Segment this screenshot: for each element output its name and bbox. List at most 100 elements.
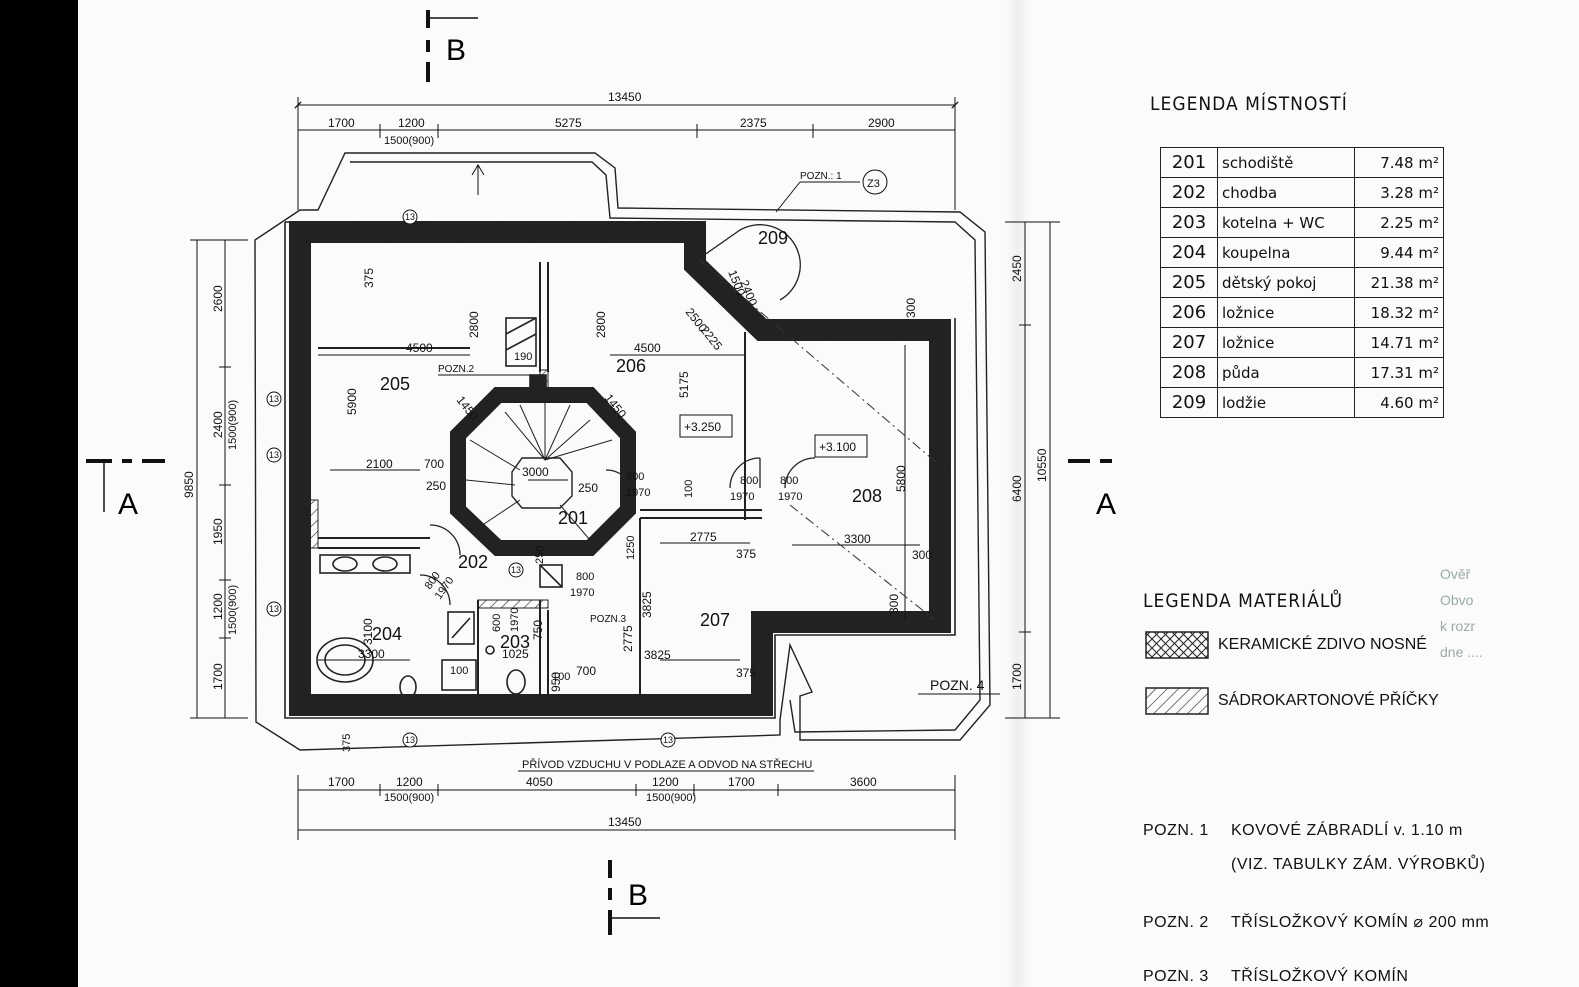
swatch-plasterboard — [1145, 687, 1209, 715]
dim-inner-39: 800 — [740, 475, 758, 487]
dim-top-2: 1200 — [398, 116, 425, 130]
rooms-legend-area: 7.48 m² — [1354, 147, 1444, 178]
dim-right-3: 1700 — [1010, 663, 1024, 690]
dim-inner-47: 600 — [491, 614, 503, 632]
dim-inner-23: 2775 — [621, 625, 635, 652]
level-boxes: +3.250 +3.100 — [679, 414, 868, 458]
rooms-legend-name: lodžie — [1217, 387, 1355, 418]
pozn4-label: POZN. 4 — [930, 677, 985, 693]
rooms-legend-area: 9.44 m² — [1354, 237, 1444, 268]
faint-text-1: Ověř — [1440, 566, 1471, 582]
note-text: KOVOVÉ ZÁBRADLÍ v. 1.10 m — [1231, 822, 1463, 839]
attic-roof-lines — [699, 259, 946, 621]
note-number: POZN. 1 — [1143, 822, 1209, 839]
faint-text-3: k rozr — [1440, 618, 1475, 634]
rooms-legend-area: 2.25 m² — [1354, 207, 1444, 238]
rooms-legend-num: 207 — [1160, 327, 1218, 358]
rooms-legend-num: 202 — [1160, 177, 1218, 208]
dim-bottom-window-1: 1500(900) — [384, 792, 434, 804]
dim-inner-31: 950 — [549, 672, 563, 692]
level-208: +3.100 — [819, 440, 856, 454]
rooms-legend-area: 14.71 m² — [1354, 327, 1444, 358]
dim-inner-8: 4500 — [634, 341, 661, 355]
pozn2-label: POZN.2 — [438, 364, 475, 375]
note-line: (VIZ. TABULKY ZÁM. VÝROBKŮ) — [1143, 856, 1485, 874]
dim-inner-36: 190 — [514, 351, 532, 363]
chimneys — [505, 317, 563, 588]
air-note: PŘÍVOD VZDUCHU V PODLAZE A ODVOD NA STŘE… — [522, 758, 812, 771]
rooms-legend-name: dětský pokoj — [1217, 267, 1355, 298]
dim-inner-53: 250 — [534, 546, 546, 564]
section-label-a-left: A — [118, 488, 138, 521]
interior-partitions — [304, 262, 762, 705]
dim-inner-4: 5900 — [345, 388, 359, 415]
dim-right-1: 2450 — [1010, 255, 1024, 282]
section-marker-b-top — [426, 10, 478, 82]
rooms-legend-area: 18.32 m² — [1354, 297, 1444, 328]
rooms-legend-name: ložnice — [1217, 297, 1355, 328]
room-label-204: 204 — [372, 624, 402, 644]
rooms-legend-num: 205 — [1160, 267, 1218, 298]
dim-inner-38: 1970 — [626, 487, 650, 499]
staircase — [450, 387, 636, 556]
section-label-a-right: A — [1096, 488, 1116, 521]
dim-inner-30: 700 — [576, 664, 596, 678]
material-plasterboard: SÁDROKARTONOVÉ PŘÍČKY — [1218, 692, 1439, 709]
material-ceramic: KERAMICKÉ ZDIVO NOSNÉ — [1218, 636, 1427, 653]
window-marker-1: 13 — [405, 212, 415, 222]
dim-inner-22: 3825 — [640, 591, 654, 618]
materials-legend-title: LEGENDA MATERIÁLŮ — [1143, 590, 1343, 612]
dim-inner-21: 375 — [736, 547, 756, 561]
dim-inner-17: 3300 — [844, 532, 871, 546]
section-marker-a-left — [86, 459, 165, 512]
dim-inner-25: 375 — [736, 666, 756, 680]
window-marker-4: 13 — [269, 604, 279, 614]
dim-inner-52: 1250 — [625, 536, 637, 560]
paper-fold — [1006, 0, 1030, 987]
rooms-legend-area: 4.60 m² — [1354, 387, 1444, 418]
dim-inner-41: 800 — [780, 475, 798, 487]
dim-inner-44: 1970 — [570, 587, 594, 599]
dimension-lines — [190, 97, 1060, 840]
rooms-legend-num: 204 — [1160, 237, 1218, 268]
dim-inner-42: 1970 — [778, 491, 802, 503]
dim-left-3: 1950 — [211, 518, 225, 545]
dim-inner-20: 2775 — [690, 530, 717, 544]
dim-inner-3: 375 — [362, 268, 376, 288]
dim-bottom-3: 4050 — [526, 775, 553, 789]
room-label-206: 206 — [616, 356, 646, 376]
pozn3-label: POZN.3 — [590, 614, 627, 625]
rooms-legend-num: 209 — [1160, 387, 1218, 418]
note-number: POZN. 2 — [1143, 914, 1209, 931]
dim-top-5: 2900 — [868, 116, 895, 130]
room-label-207: 207 — [700, 610, 730, 630]
dim-left-4: 1200 — [211, 593, 225, 620]
dim-top-total: 13450 — [608, 90, 642, 104]
dim-left-1: 2600 — [211, 285, 225, 312]
room-label-203: 203 — [500, 632, 530, 652]
dim-left-total: 9850 — [182, 471, 196, 498]
section-label-b-top: B — [446, 34, 466, 67]
dim-inner-5: 2100 — [366, 457, 393, 471]
dim-bottom-5: 1700 — [728, 775, 755, 789]
dim-bottom-6: 3600 — [850, 775, 877, 789]
window-marker-2: 13 — [269, 394, 279, 404]
rooms-legend-name: ložnice — [1217, 327, 1355, 358]
rooms-legend-num: 203 — [1160, 207, 1218, 238]
pozn1-label: POZN.: 1 — [800, 171, 842, 182]
room-label-209: 209 — [758, 228, 788, 248]
dim-inner-32: 3000 — [522, 465, 549, 479]
exterior-walls — [284, 221, 956, 719]
dim-inner-27: 3100 — [361, 618, 375, 645]
dim-inner-54: 375 — [341, 734, 353, 752]
dim-inner-2: 2800 — [467, 311, 481, 338]
dim-left-window-1: 1500(900) — [227, 400, 239, 450]
